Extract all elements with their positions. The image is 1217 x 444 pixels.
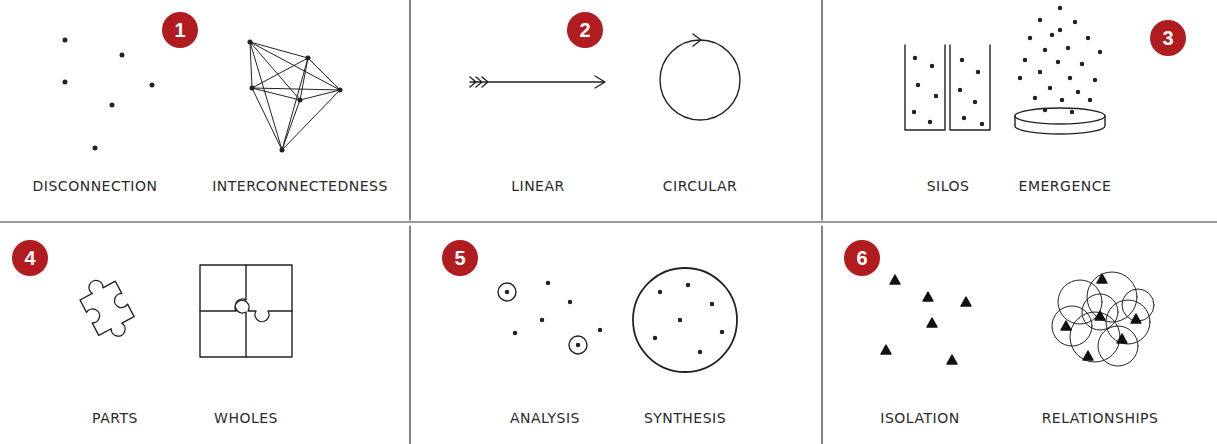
callout-circle: [1150, 20, 1186, 56]
relationship-circle: [1106, 300, 1150, 344]
synthesis-circle: [633, 268, 737, 372]
callout-number: 3: [1162, 27, 1173, 50]
dot-cluster: [65, 40, 152, 148]
linear-arrow: [470, 76, 605, 88]
concept-label: EMERGENCE: [1019, 178, 1112, 194]
concept-label: SILOS: [927, 178, 970, 194]
triangle-cluster: [1061, 274, 1141, 360]
concept-label: CIRCULAR: [663, 178, 737, 194]
callout-circle: [162, 12, 198, 48]
dot-cluster: [914, 58, 982, 124]
dot-cluster: [1020, 8, 1100, 112]
triangle-cluster: [881, 275, 971, 364]
concept-label: RELATIONSHIPS: [1042, 410, 1159, 426]
puzzle-frame: [200, 265, 292, 357]
callout-number: 6: [856, 247, 867, 270]
network-nodes: [250, 42, 340, 150]
circular-arrow: [660, 40, 740, 120]
concept-label: ANALYSIS: [510, 410, 580, 426]
concept-label: SYNTHESIS: [644, 410, 726, 426]
concept-label: DISCONNECTION: [33, 178, 158, 194]
dot-cluster: [507, 283, 600, 345]
silo: [905, 45, 990, 130]
puzzle-piece: [75, 272, 139, 345]
arrow-head: [693, 34, 701, 46]
dot-cluster: [655, 285, 722, 352]
network-lines: [250, 42, 340, 150]
petri-dish: [1015, 108, 1105, 124]
callout-number: 2: [579, 19, 590, 42]
puzzle-seams: [200, 265, 292, 357]
concept-label: ISOLATION: [880, 410, 959, 426]
callout-circle: [442, 240, 478, 276]
callout-number: 5: [454, 247, 465, 270]
relationship-circle: [1087, 272, 1137, 322]
concept-label: WHOLES: [214, 410, 278, 426]
analysis-ring: [569, 336, 587, 354]
relationship-circle: [1052, 306, 1092, 346]
concept-label: INTERCONNECTEDNESS: [212, 178, 388, 194]
petri-dish: [1015, 116, 1105, 134]
callout-circle: [12, 240, 48, 276]
concept-label: LINEAR: [511, 178, 565, 194]
callout-circle: [844, 240, 880, 276]
callout-number: 4: [24, 247, 35, 270]
callout-number: 1: [174, 19, 185, 42]
callout-circle: [567, 12, 603, 48]
analysis-ring: [498, 283, 516, 301]
concept-label: PARTS: [92, 410, 138, 426]
relationship-circle: [1098, 326, 1138, 366]
